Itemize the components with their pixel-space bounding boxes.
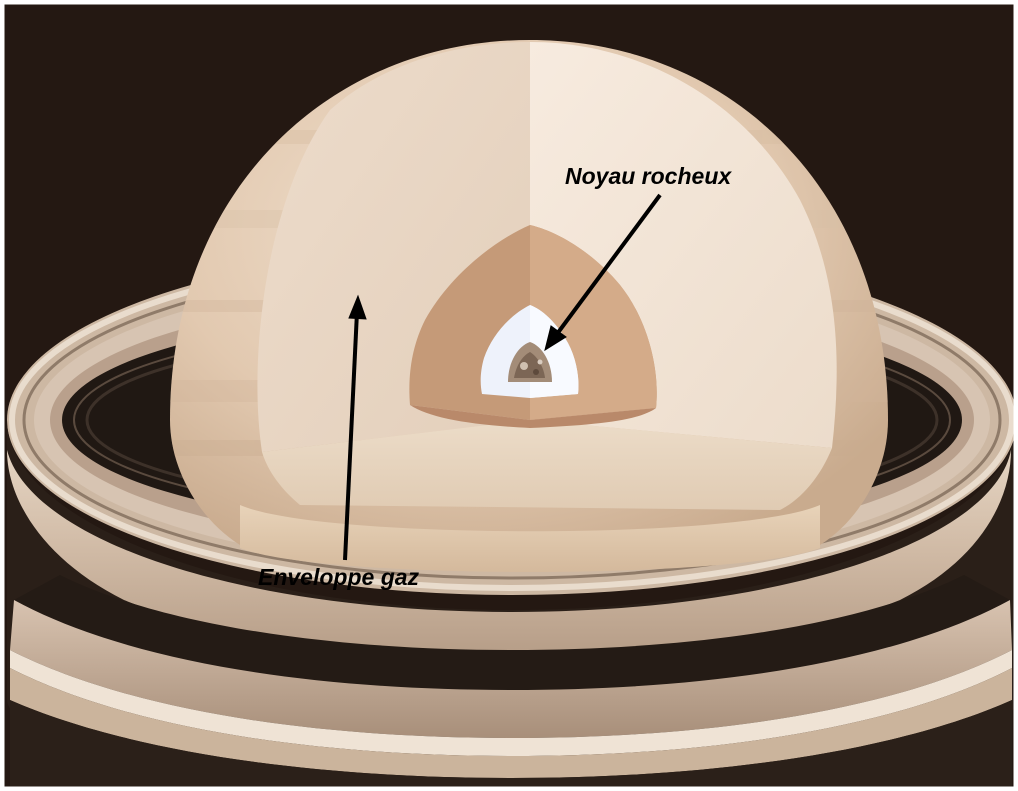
core-label: Noyau rocheux bbox=[565, 165, 731, 188]
envelope-label: Enveloppe gaz bbox=[258, 566, 419, 589]
